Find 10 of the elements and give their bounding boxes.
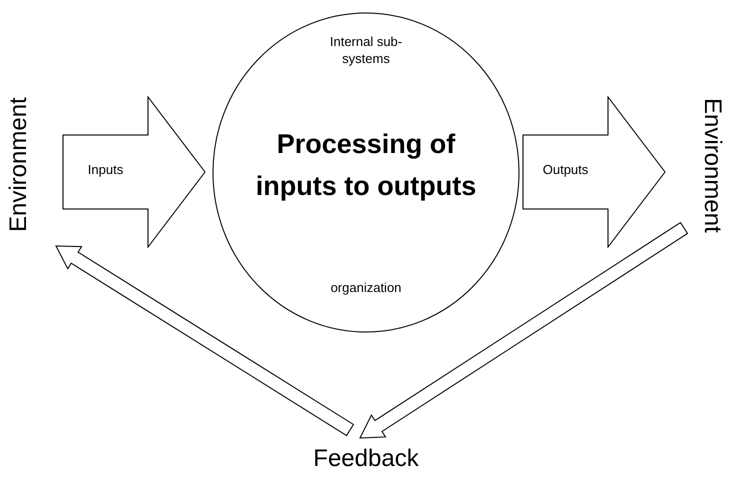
circle-note: organization	[330, 280, 402, 297]
circle-note: Internal sub-systems	[328, 34, 404, 68]
environment-label: Environment	[698, 96, 727, 235]
arrow-label: Outputs	[542, 162, 590, 177]
circle-heading: Processing of inputs to outputs	[254, 128, 478, 203]
arrow-label: Inputs	[86, 162, 124, 177]
feedback-label: Feedback	[312, 445, 420, 473]
environment-label: Environment	[4, 96, 33, 234]
feedback-arrow	[359, 222, 688, 439]
feedback-arrow	[55, 245, 354, 436]
